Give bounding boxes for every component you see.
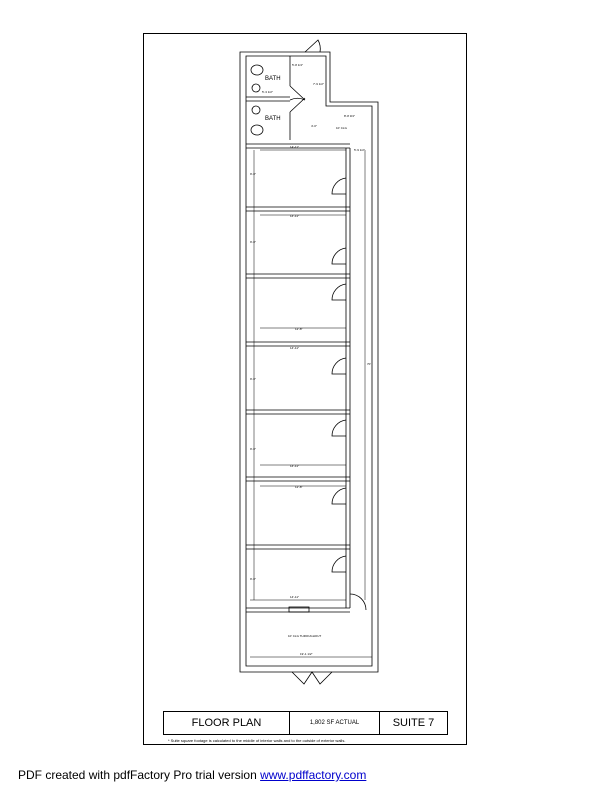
room-label-bath: BATH bbox=[265, 76, 281, 82]
door-swing bbox=[289, 85, 306, 101]
exterior-wall-inner bbox=[245, 55, 373, 667]
footnote: * Suite square footage is calculated to … bbox=[168, 738, 346, 743]
footer-text: PDF created with pdfFactory Pro trial ve… bbox=[18, 768, 261, 782]
pdffactory-link[interactable]: www.pdffactory.com bbox=[260, 768, 367, 782]
title-block-title: FLOOR PLAN bbox=[163, 711, 290, 735]
toilet-icon bbox=[250, 64, 264, 76]
dim-label: 12'-8" bbox=[295, 485, 303, 489]
toilet-icon bbox=[250, 124, 264, 136]
dim-label: 9'-0" bbox=[250, 447, 256, 451]
dim-label: 19'-1 1/2" bbox=[300, 652, 313, 656]
drawing-sheet-border bbox=[143, 33, 467, 745]
front-doors bbox=[291, 671, 333, 685]
dim-label: 8'-8 3/4" bbox=[344, 114, 355, 118]
title-block-area: 1,802 SF ACTUAL bbox=[289, 711, 380, 735]
dim-label: 12'-8" bbox=[295, 327, 303, 331]
dim-label: 9'-0" bbox=[250, 377, 256, 381]
dim-label: 7'-9 1/2" bbox=[313, 82, 324, 86]
door-swing bbox=[289, 97, 306, 113]
dim-label: 14'-11" bbox=[290, 214, 299, 218]
window bbox=[288, 606, 310, 613]
dim-label: 14'-11" bbox=[290, 464, 299, 468]
dim-label: 9'-0" bbox=[250, 172, 256, 176]
sink-icon bbox=[251, 105, 261, 115]
dim-label: 9'-0" bbox=[250, 240, 256, 244]
ceiling-note: 10' CLG THROUGHOUT bbox=[288, 634, 321, 638]
dim-label: 5'-8 1/4" bbox=[292, 63, 303, 67]
pdf-footer: PDF created with pdfFactory Pro trial ve… bbox=[18, 768, 366, 782]
dim-label: 14'-11" bbox=[290, 595, 299, 599]
sink-icon bbox=[251, 83, 261, 93]
dim-label: 14'-11" bbox=[290, 346, 299, 350]
office-rooms bbox=[246, 143, 367, 613]
exterior-wall-outer bbox=[239, 51, 379, 673]
dim-label: 70' bbox=[367, 362, 371, 366]
dim-label: 5'-3 1/2" bbox=[262, 90, 273, 94]
dim-label: 4'-0" bbox=[311, 124, 317, 128]
room-label-bath: BATH bbox=[265, 116, 281, 122]
dim-label: 9'-0" bbox=[250, 577, 256, 581]
dim-label: 10' CLG bbox=[336, 126, 348, 130]
entry-door bbox=[304, 39, 321, 53]
title-block-suite: SUITE 7 bbox=[379, 711, 448, 735]
dim-label: 5'-9 1/2" bbox=[354, 148, 365, 152]
dim-label: 14'-11" bbox=[290, 145, 299, 149]
